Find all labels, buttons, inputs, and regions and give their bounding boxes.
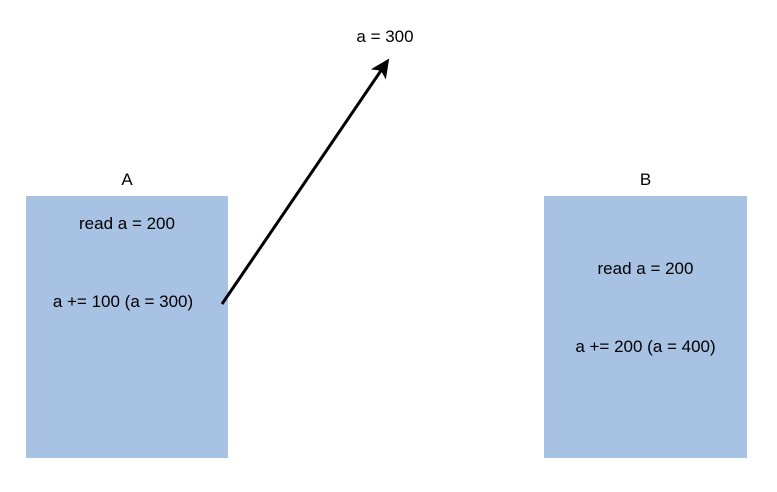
process-b-statement-increment: a += 200 (a = 400) <box>575 337 716 356</box>
shared-value-label: a = 300 <box>356 27 414 46</box>
write-back-arrow-icon <box>220 58 390 305</box>
process-b-caption: B <box>639 170 652 189</box>
process-b-statement-read: read a = 200 <box>597 259 694 278</box>
process-a-statement-read: read a = 200 <box>79 214 175 233</box>
process-b-box <box>544 196 747 458</box>
process-a-statement-increment: a += 100 (a = 300) <box>52 292 194 311</box>
process-a-caption: A <box>121 170 133 189</box>
process-a-box <box>26 196 228 458</box>
